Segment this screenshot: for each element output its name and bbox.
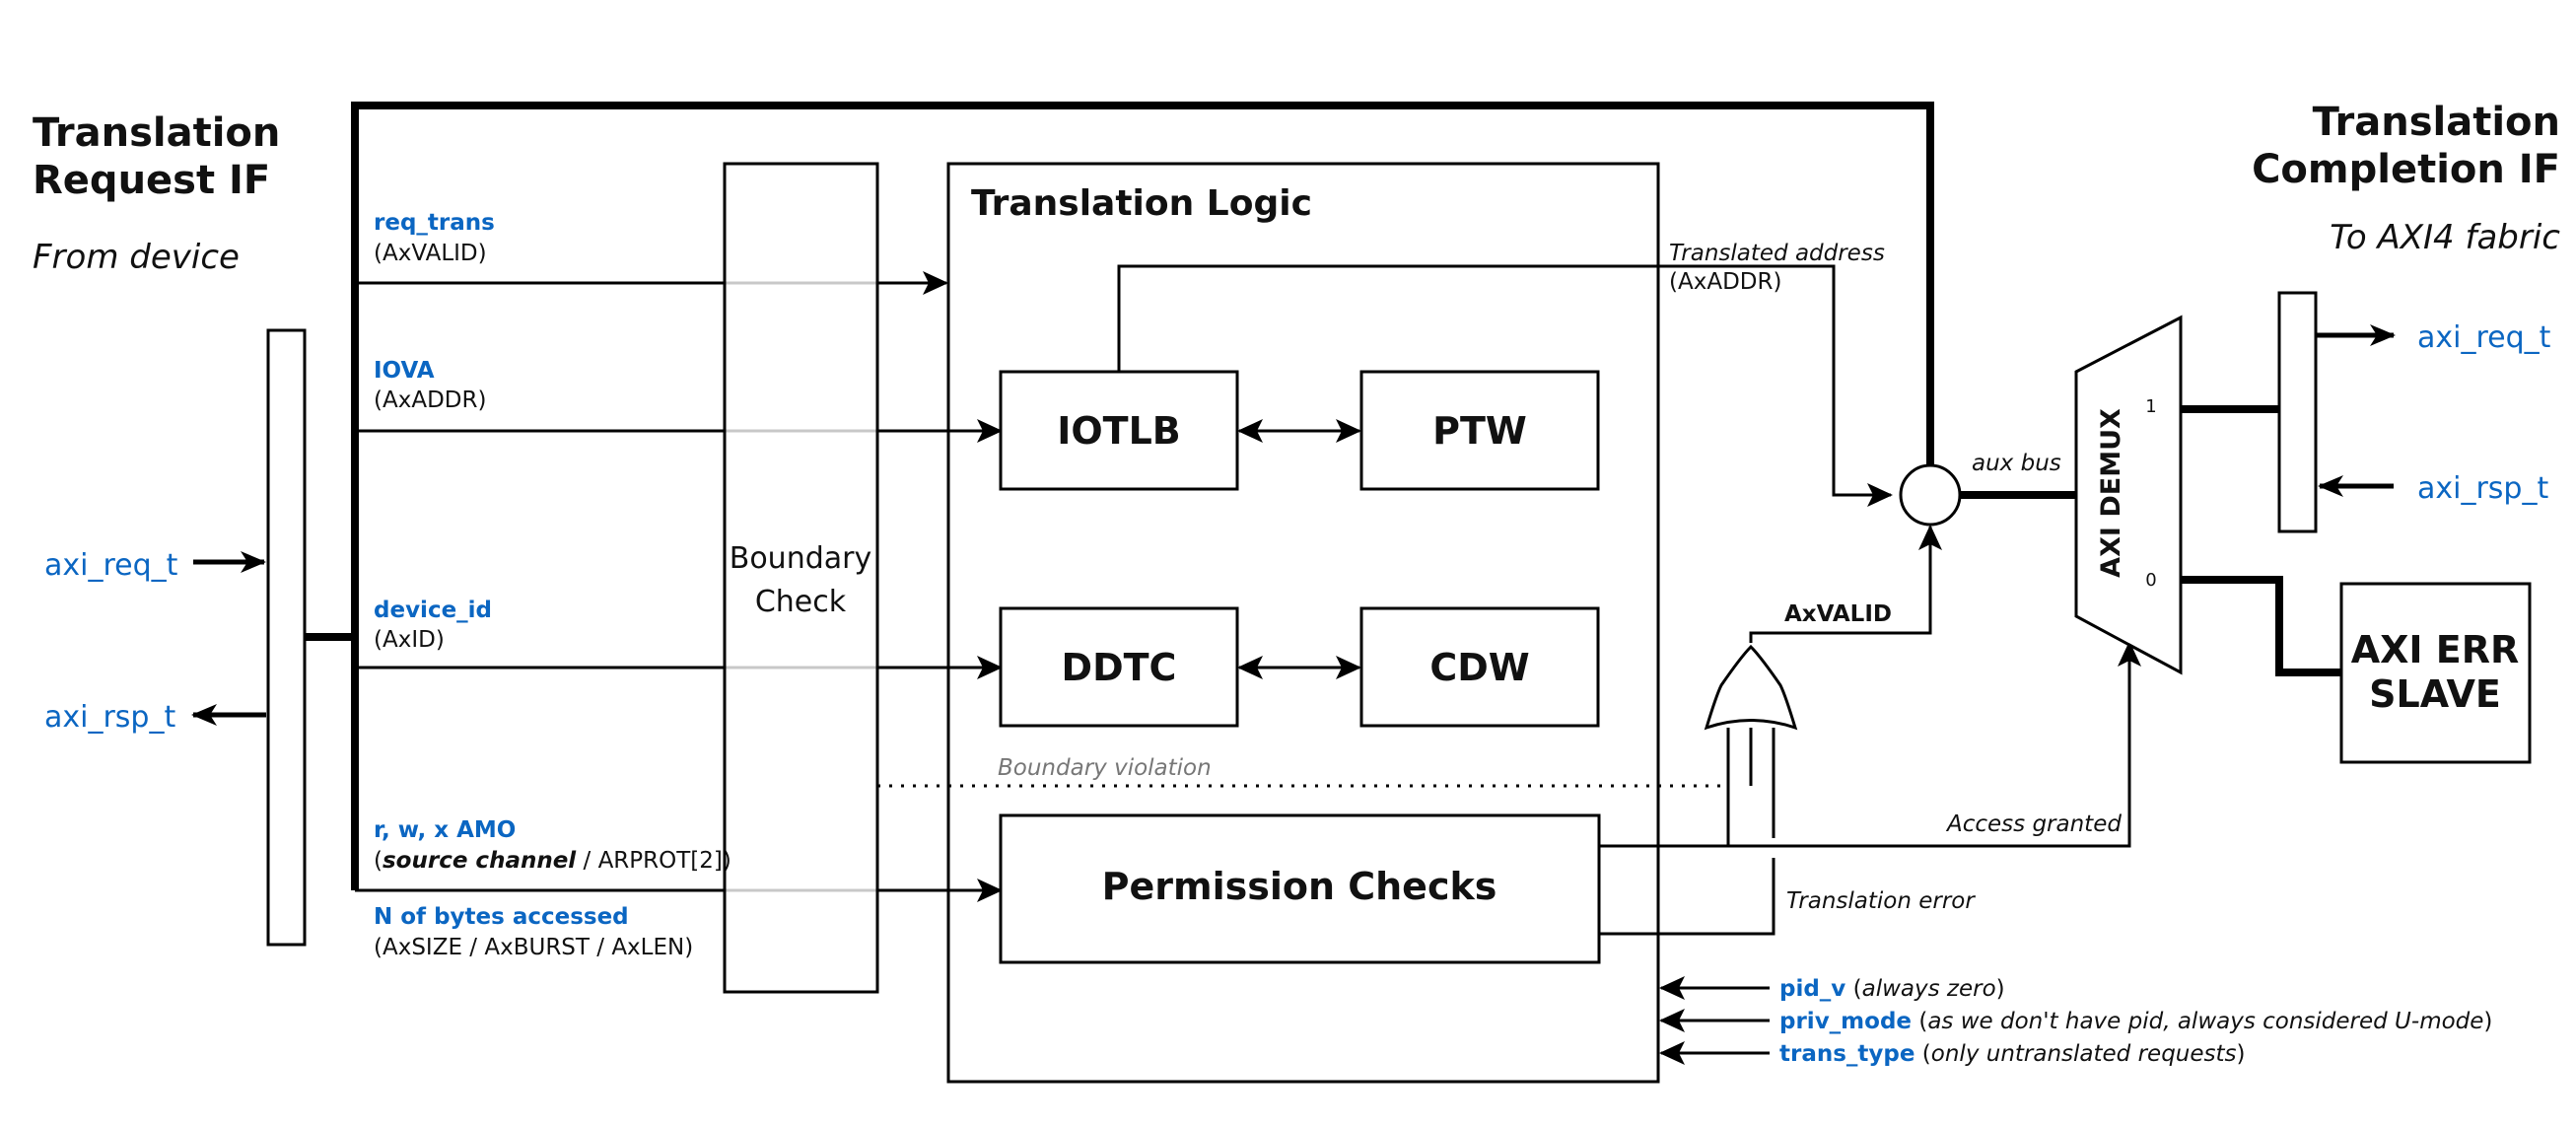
boundary-check-line1: Boundary (730, 541, 871, 576)
iotlb-block (999, 370, 1239, 491)
right-title-line1: Translation (2313, 100, 2560, 145)
rwx-axi: (source channel / ARPROT[2]) (374, 848, 731, 874)
demux-in0: 0 (2145, 570, 2156, 591)
permission-checks-block (999, 813, 1601, 964)
translation-error-label: Translation error (1786, 888, 1976, 914)
translation-logic-title: Translation Logic (971, 183, 1312, 224)
boundary-violation-label: Boundary violation (998, 755, 1212, 781)
iova-label: IOVA (374, 358, 435, 384)
cdw-label: CDW (1429, 646, 1529, 689)
or-gate (1704, 644, 1798, 731)
left-subtitle: From device (33, 238, 240, 277)
left-title-line1: Translation (33, 110, 280, 156)
main-bus (351, 102, 1934, 890)
demux-out0-bus (2181, 576, 2341, 676)
demux-in1: 1 (2145, 396, 2156, 417)
aux-bus-label: aux bus (1972, 451, 2061, 476)
merge-circle (1899, 463, 1962, 527)
boundary-check-line2: Check (755, 585, 847, 619)
priv-mode-text: priv_mode (as we don't have pid, always … (1779, 1009, 2492, 1034)
axvalid-label: AxVALID (1784, 601, 1892, 627)
device-id-axi: (AxID) (374, 627, 445, 653)
translation-logic-block (946, 162, 1660, 1084)
axi-demux-label: AXI DEMUX (2096, 408, 2126, 578)
right-subtitle: To AXI4 fabric (2330, 218, 2560, 257)
cdw-block (1359, 606, 1600, 728)
ptw-label: PTW (1432, 409, 1527, 453)
ptw-block (1359, 370, 1600, 491)
right-axi-req-label: axi_req_t (2417, 320, 2551, 355)
trans-type-text: trans_type (only untranslated requests) (1779, 1041, 2246, 1067)
right-title-line2: Completion IF (2252, 147, 2560, 192)
access-granted-line (1599, 641, 2141, 848)
left-axi-rsp-label: axi_rsp_t (44, 700, 175, 735)
translated-address-label: Translated address (1669, 241, 1885, 266)
left-axi-req-label: axi_req_t (44, 548, 178, 583)
req-trans-axi: (AxVALID) (374, 241, 487, 266)
translation-error-line (1599, 858, 1775, 936)
rwx-label: r, w, x AMO (374, 817, 516, 843)
translated-address-axi: (AxADDR) (1669, 269, 1781, 295)
left-register (266, 328, 307, 947)
right-register (2277, 291, 2318, 533)
req-trans-label: req_trans (374, 210, 495, 236)
device-id-label: device_id (374, 598, 492, 623)
axi-demux (2074, 315, 2183, 675)
nbytes-label: N of bytes accessed (374, 904, 629, 930)
left-title-line2: Request IF (33, 158, 270, 203)
axi-err-line1: AXI ERR (2351, 628, 2520, 671)
access-granted-label: Access granted (1945, 811, 2122, 837)
axi-err-slave-block (2339, 582, 2532, 764)
iotlb-label: IOTLB (1057, 409, 1181, 453)
translated-address-line (1117, 264, 1893, 507)
axvalid-line (1749, 525, 1942, 643)
iova-axi: (AxADDR) (374, 387, 486, 413)
permission-checks-label: Permission Checks (1102, 865, 1497, 908)
pid-v-text: pid_v (always zero) (1779, 976, 2005, 1002)
axi-err-line2: SLAVE (2369, 672, 2501, 716)
boundary-check-block (723, 162, 879, 994)
nbytes-axi: (AxSIZE / AxBURST / AxLEN) (374, 935, 693, 960)
right-axi-rsp-label: axi_rsp_t (2417, 471, 2548, 506)
ddtc-label: DDTC (1062, 646, 1177, 689)
